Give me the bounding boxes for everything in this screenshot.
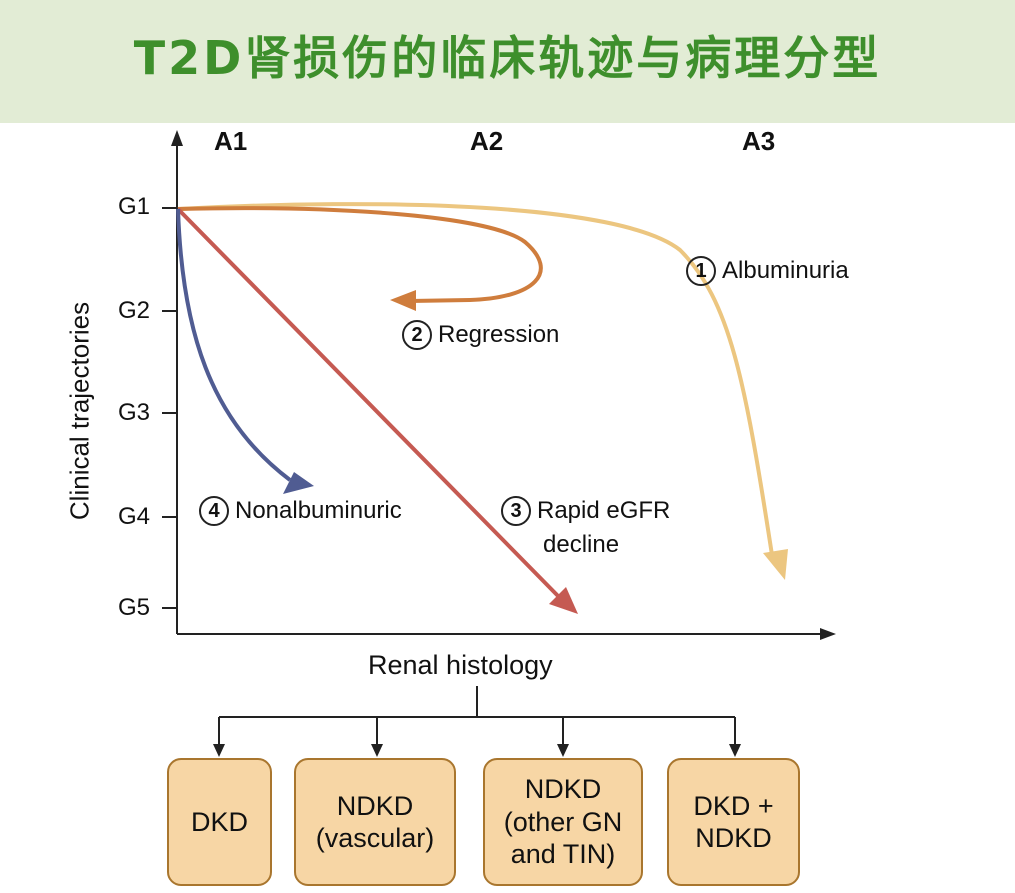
column-label-a3: A3 [742,126,776,156]
trajectory-albuminuria-arrowhead [763,549,788,580]
number-badge-1: 1 [686,256,716,286]
trajectory-nonalbuminuric-arrowhead [283,472,314,494]
stage-label-g5: G5 [118,594,151,621]
histology-box-ndkd-vascular: NDKD (vascular) [294,758,456,886]
histology-box-dkd: DKD [167,758,272,886]
tree-arrowhead-2 [371,744,383,757]
x-axis-title: Renal histology [368,650,553,680]
title-banner [0,0,1015,123]
trajectory-nonalbuminuric-curve [176,208,292,482]
label-nonalbuminuric-text: Nonalbuminuric [235,497,402,524]
page-title: T2D肾损伤的临床轨迹与病理分型 [133,31,882,85]
label-rapid-decline: 3 Rapid eGFR [501,496,670,526]
stage-label-g2: G2 [118,297,151,324]
stage-label-g3: G3 [118,399,151,426]
tree-arrowhead-1 [213,744,225,757]
trajectory-regression-arrowhead [390,290,416,311]
trajectory-rapid-decline-arrowhead [549,587,578,614]
histology-box-ndkd-other: NDKD (other GN and TIN) [483,758,643,886]
number-badge-2: 2 [402,320,432,350]
label-rapid-decline-text: Rapid eGFR [537,497,671,524]
histology-box-dkd-ndkd: DKD + NDKD [667,758,800,886]
label-nonalbuminuric: 4 Nonalbuminuric [199,496,402,526]
column-label-a2: A2 [470,126,504,156]
tree-arrowhead-3 [557,744,569,757]
label-albuminuria: 1 Albuminuria [686,256,849,286]
trajectory-albuminuria-curve [177,202,774,556]
stage-label-g4: G4 [118,503,151,530]
label-regression: 2 Regression [402,320,559,350]
trajectory-regression-curve [177,206,543,303]
column-label-a1: A1 [214,126,248,156]
tree-arrowhead-4 [729,744,741,757]
label-regression-text: Regression [438,321,560,348]
label-albuminuria-text: Albuminuria [722,257,849,284]
trajectory-rapid-decline-line [176,207,562,600]
y-axis-arrowhead [171,130,183,146]
number-badge-4: 4 [199,496,229,526]
stage-label-g1: G1 [118,193,151,220]
x-axis-arrowhead [820,628,836,640]
label-rapid-decline-line2: decline [543,531,620,558]
number-badge-3: 3 [501,496,531,526]
